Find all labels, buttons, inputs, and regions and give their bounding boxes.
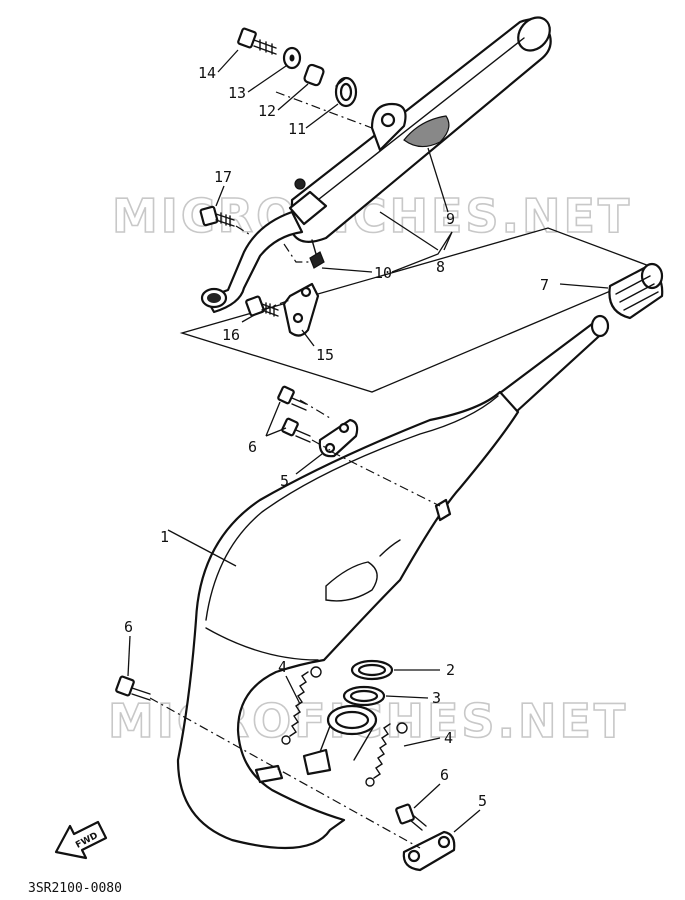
gasket-3 [342, 685, 386, 707]
inlet-flange [319, 704, 378, 761]
spring-4-left [281, 666, 322, 745]
callout-9: 9 [446, 210, 455, 228]
silencer [200, 16, 552, 314]
drawing-code: 3SR2100-0080 [28, 881, 122, 896]
washer-13 [282, 46, 302, 70]
callout-14: 14 [198, 64, 216, 82]
callout-17: 17 [214, 168, 232, 186]
axis-10 [283, 243, 312, 263]
axis-6-left [149, 697, 421, 849]
callout-6c: 6 [440, 766, 449, 784]
callout-12: 12 [258, 102, 276, 120]
callout-5a: 5 [280, 472, 289, 490]
leaders [127, 49, 609, 833]
leader-1 [167, 529, 237, 567]
bolt-6-upper-a [277, 385, 307, 411]
muffler-chamber [176, 314, 610, 850]
bracket-5-lower [402, 830, 456, 872]
callout-6b: 6 [124, 618, 133, 636]
callout-3: 3 [432, 689, 441, 707]
spring-4-right [365, 722, 408, 787]
callout-4a: 4 [278, 658, 287, 676]
gasket-2 [350, 659, 394, 681]
axis-6-upper [299, 399, 331, 451]
axis-5-upper [331, 451, 441, 507]
stay-15 [282, 282, 320, 337]
callout-6a: 6 [248, 438, 257, 456]
bolt-14 [237, 27, 277, 55]
bolt-6-upper-b [281, 417, 311, 443]
callout-2: 2 [446, 661, 455, 679]
bracket-5-upper [318, 418, 359, 458]
bolt-6-left [115, 675, 151, 701]
axis-11-14 [275, 91, 373, 129]
collar-12 [303, 63, 325, 87]
callout-4b: 4 [444, 729, 453, 747]
joint-7 [608, 262, 664, 320]
callout-1: 1 [160, 528, 169, 546]
axis-16 [261, 299, 291, 311]
axis-17 [235, 225, 253, 237]
fwd-arrow-icon: FWD [54, 820, 108, 860]
callout-13: 13 [228, 84, 246, 102]
callout-11: 11 [288, 120, 306, 138]
bolt-16 [245, 295, 279, 317]
callout-15: 15 [316, 346, 334, 364]
callout-8: 8 [436, 258, 445, 276]
callout-10: 10 [374, 264, 392, 282]
grommet-11 [334, 76, 358, 108]
callout-7: 7 [540, 276, 549, 294]
bolt-6-lower [395, 803, 427, 831]
screw-10 [309, 239, 325, 269]
callout-5b: 5 [478, 792, 487, 810]
callout-16: 16 [222, 326, 240, 344]
bolt-17 [199, 205, 235, 227]
